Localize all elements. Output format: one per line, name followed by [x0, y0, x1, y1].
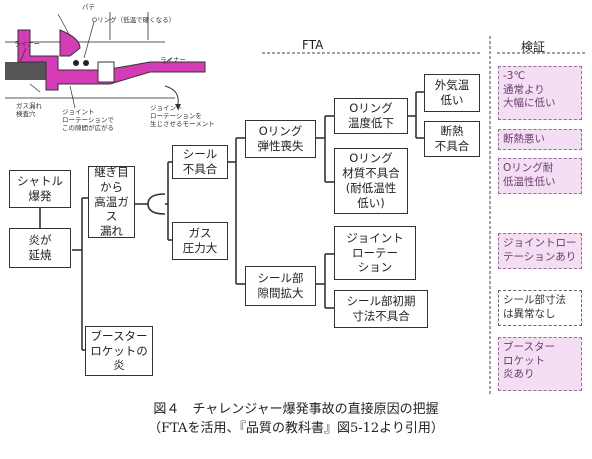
and-gate [147, 193, 166, 215]
verify-seal-dimension: シール部寸法 は異常なし [498, 290, 582, 326]
node-seal-dimension: シール部初期 寸法不具合 [334, 290, 428, 328]
joint-illustration [5, 12, 206, 110]
putty-shape [59, 29, 81, 57]
liner-left-label: ライナー [14, 40, 40, 48]
verify-insulation: 断熱悪い [498, 129, 582, 150]
node-oring-elastic-loss: Oリング 弾性喪失 [245, 120, 316, 158]
oring-circle [73, 60, 79, 66]
verify-booster-flame: ブースター ロケット 炎あり [498, 337, 582, 391]
node-shuttle-explosion: シャトル 爆発 [9, 170, 71, 208]
joint-moment-label: ジョイント ローテーションを 生じさせるモーメント [150, 104, 215, 129]
verification-header: 検証 [521, 40, 546, 54]
node-booster-flame: ブースター ロケットの 炎 [85, 326, 153, 376]
liner-shape [5, 62, 57, 80]
node-oring-temp-drop: Oリング 温度低下 [334, 98, 408, 134]
verify-temperature: -3℃ 通常より 大幅に低い [498, 66, 582, 120]
node-seam-gas-leak: 継ぎ目 から 高温ガス 漏れ [88, 165, 135, 238]
fta-header: FTA [302, 38, 324, 52]
node-seal-fault: シール 不具合 [172, 145, 228, 179]
verify-joint-rotation: ジョイントロー テーションあり [498, 233, 582, 269]
figure-caption: 図４ チャレンジャー爆発事故の直接原因の把握 （FTAを活用、『品質の教科書』図… [0, 401, 592, 439]
node-insulation-fault: 断熱 不具合 [424, 121, 480, 157]
oring-label: Oリング（低温で硬くなる） [92, 16, 176, 24]
caption-line1: 図４ チャレンジャー爆発事故の直接原因の把握 [153, 402, 439, 417]
node-flame-spread: 炎が 延焼 [9, 228, 71, 268]
oring-block [97, 61, 115, 83]
liner-right-label: ライナー [160, 56, 186, 64]
caption-line2: （FTAを活用、『品質の教科書』図5-12より引用） [148, 420, 444, 436]
moment-arrow [164, 85, 179, 105]
joint-gap-label: ジョイント ローテーションで この隙間が広がる [62, 108, 114, 133]
node-gas-pressure: ガス 圧力大 [172, 222, 228, 260]
joint-metal [17, 29, 206, 91]
node-seal-gap: シール部 隙間拡大 [245, 266, 316, 306]
gas-leak-label: ガス漏れ 検査穴 [16, 102, 42, 119]
oring-circle [83, 60, 89, 66]
verify-oring-material: Oリング耐 低温性低い [498, 158, 582, 194]
node-joint-rotation: ジョイント ローテー ション [334, 226, 416, 280]
node-outside-temp: 外気温 低い [424, 74, 480, 112]
node-oring-material: Oリング 材質不具合 (耐低温性 低い) [334, 148, 408, 214]
putty-label: パテ [82, 3, 95, 11]
